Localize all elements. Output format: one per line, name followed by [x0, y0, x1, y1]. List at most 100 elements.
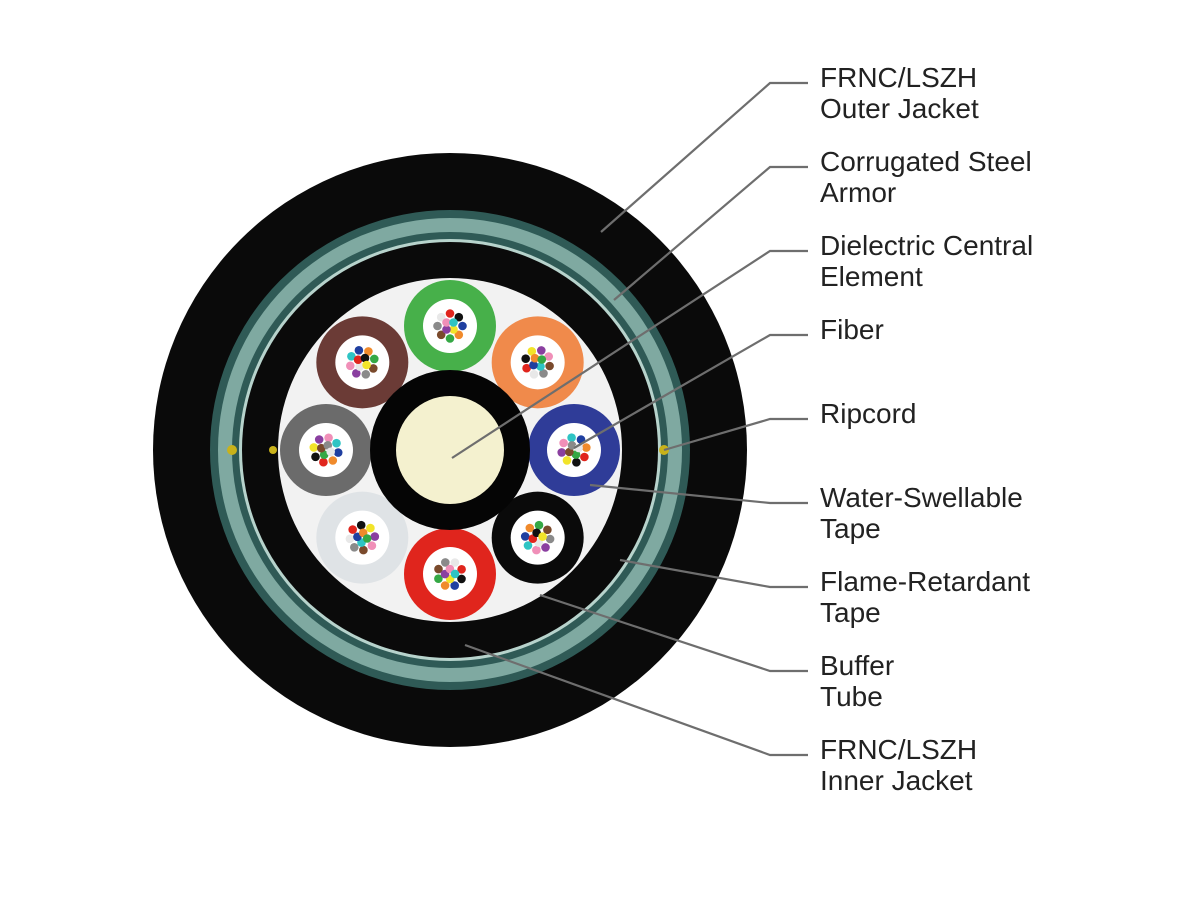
fiber — [434, 564, 443, 574]
fiber — [433, 321, 442, 331]
cable-cross-section — [153, 153, 747, 747]
buffer-tube-gray — [280, 404, 372, 496]
fiber — [536, 362, 545, 371]
fiber — [529, 370, 539, 379]
buffer-tube-gel — [510, 335, 565, 390]
leader-lines — [451, 81, 808, 757]
fiber — [317, 443, 326, 453]
buffer-tube-brown — [316, 316, 409, 409]
leader-line-inner-jacket — [464, 643, 808, 757]
fiber — [521, 354, 530, 364]
buffer-tube-gel — [335, 335, 390, 390]
label-line: Fiber — [820, 314, 884, 345]
buffer-tube-orange — [491, 316, 584, 409]
fiber — [309, 443, 319, 452]
fiber — [457, 565, 466, 574]
fiber — [359, 545, 368, 555]
fiber — [457, 574, 466, 584]
fiber — [557, 448, 566, 457]
fiber — [323, 441, 333, 450]
label-fiber: Fiber — [820, 314, 884, 345]
label-line: Buffer — [820, 650, 894, 681]
fiber — [454, 330, 464, 340]
fiber — [324, 433, 333, 443]
leader-line-outer-jacket — [600, 81, 808, 233]
buffer-tube-blue — [528, 404, 620, 496]
fiber — [562, 456, 572, 465]
label-line: Tube — [820, 681, 883, 712]
buffer-tube-black — [491, 491, 584, 584]
fiber — [545, 361, 554, 371]
fiber — [530, 353, 540, 363]
fiber — [326, 447, 336, 457]
label-line: Flame-Retardant — [820, 566, 1030, 597]
buffer-tube-gel — [299, 423, 353, 477]
fiber — [366, 523, 375, 533]
fiber — [355, 362, 365, 371]
buffer-tube-gel — [335, 510, 390, 565]
label-line: Corrugated Steel — [820, 146, 1032, 177]
fiber — [450, 569, 460, 579]
leader-line-buffer-tube — [539, 593, 808, 673]
fiber — [332, 438, 341, 448]
fiber — [458, 321, 467, 331]
fiber — [454, 312, 464, 322]
fiber — [582, 443, 591, 452]
fiber — [580, 452, 589, 462]
leader-line-fiber — [573, 333, 808, 449]
fiber — [534, 520, 544, 530]
fiber — [450, 581, 460, 590]
fiber — [442, 318, 451, 327]
label-line: Water-Swellable — [820, 482, 1023, 513]
fiber — [523, 541, 533, 550]
fiber — [537, 355, 547, 364]
fiber — [567, 433, 576, 443]
fiber — [532, 545, 541, 555]
buffer-tubes — [280, 280, 620, 620]
fiber — [440, 581, 450, 590]
fiber — [360, 353, 370, 363]
fiber — [370, 532, 380, 541]
fiber — [367, 541, 377, 550]
fiber — [370, 354, 379, 364]
fiber — [436, 330, 446, 340]
dielectric-central-element-core — [396, 396, 504, 504]
leader-line-ripcord — [663, 417, 808, 452]
fiber — [345, 534, 355, 544]
fiber — [541, 543, 550, 552]
fiber — [445, 309, 455, 318]
fiber — [445, 334, 455, 343]
fiber — [559, 438, 568, 448]
fiber — [436, 312, 446, 322]
buffer-tube-green — [404, 280, 496, 372]
fiber — [449, 325, 458, 334]
fiber — [348, 525, 358, 534]
label-line: Tape — [820, 597, 881, 628]
fiber — [319, 457, 328, 467]
label-line: Armor — [820, 177, 896, 208]
fiber — [544, 352, 553, 361]
fiber — [364, 347, 373, 356]
fiber — [333, 448, 343, 457]
fiber — [529, 360, 538, 370]
fiber — [311, 452, 320, 462]
fiber — [527, 347, 537, 356]
buffer-tube-red — [404, 528, 496, 620]
leader-line-flame-retardant-tape — [619, 558, 808, 589]
fiber — [319, 450, 329, 460]
fiber — [356, 520, 366, 530]
fiber — [545, 534, 555, 544]
ripcord-inner — [269, 446, 277, 454]
fiber — [434, 574, 443, 583]
fiber — [565, 447, 574, 457]
leader-line-water-swellable-tape — [589, 483, 808, 505]
fiber — [346, 361, 355, 371]
fiber — [442, 325, 451, 334]
fiber — [520, 532, 530, 541]
label-line: Ripcord — [820, 398, 916, 429]
label-line: Dielectric Central — [820, 230, 1033, 261]
